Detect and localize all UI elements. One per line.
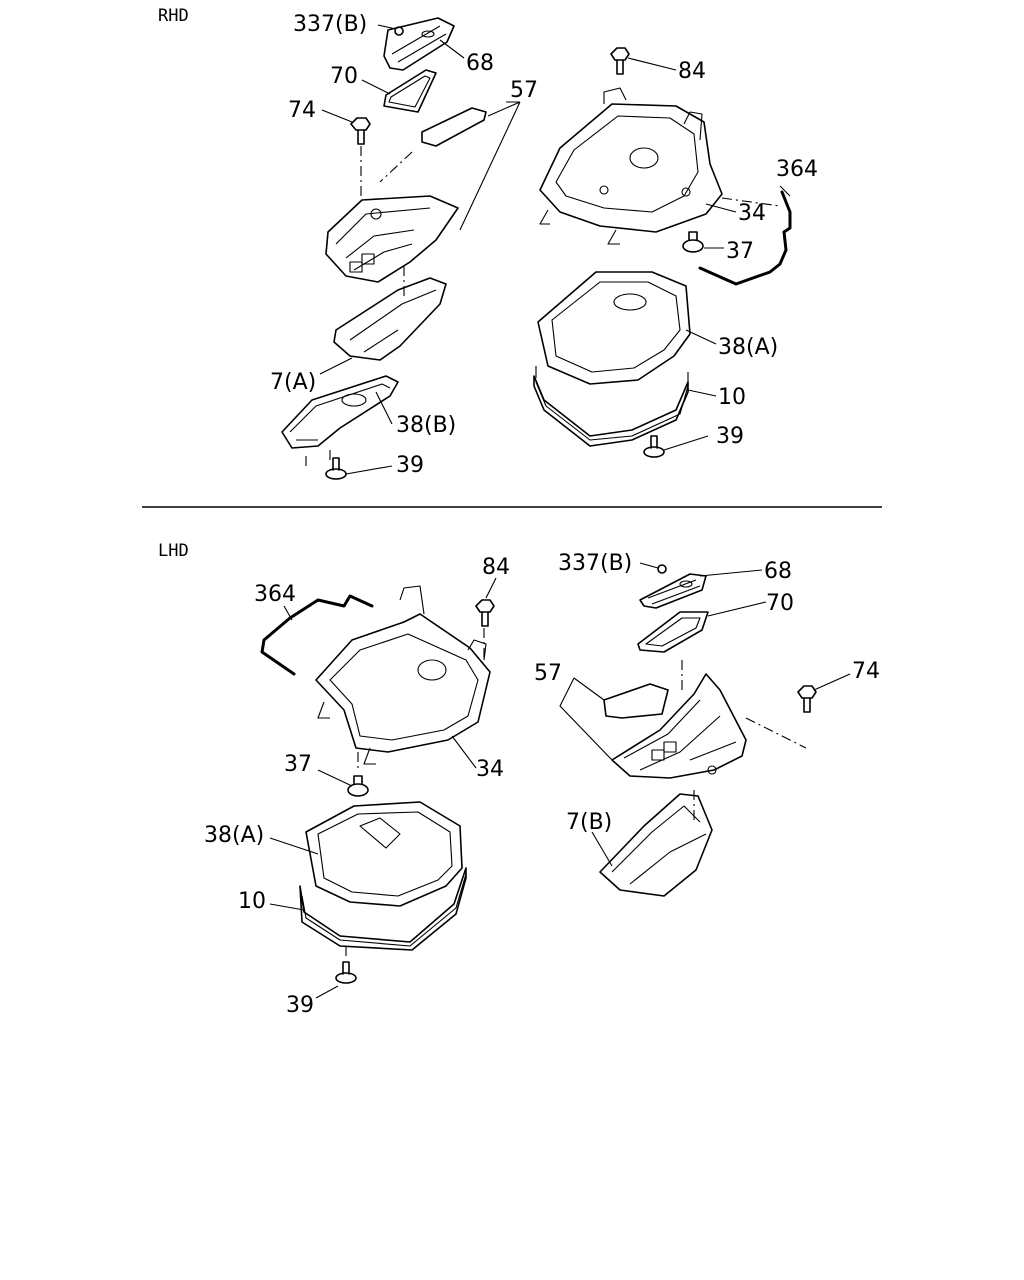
rhd-pad-38b <box>281 375 399 449</box>
callout-57-lhd: 57 <box>534 661 562 686</box>
lhd-tray-34 <box>315 613 491 753</box>
callout-57-rhd: 57 <box>510 78 538 103</box>
callout-74-rhd: 74 <box>288 98 316 123</box>
rhd-cover-plate-68 <box>383 17 455 71</box>
callout-7a-rhd: 7(A) <box>270 370 316 395</box>
callout-337b-rhd: 337(B) <box>293 12 367 37</box>
rhd-bolt-74 <box>350 117 371 145</box>
callout-38a-lhd: 38(A) <box>204 823 264 848</box>
lhd-carrier-57 <box>611 673 747 779</box>
rhd-carrier-57 <box>325 195 459 283</box>
rhd-bracket-57 <box>421 107 487 147</box>
rhd-bracket-7a <box>333 277 447 361</box>
lhd-clip-337b <box>657 564 667 574</box>
rhd-bolt-39-right <box>643 435 665 458</box>
lhd-rod-364 <box>260 594 374 676</box>
callout-39-lhd: 39 <box>286 993 314 1018</box>
lhd-bolt-74 <box>797 685 817 713</box>
callout-34-rhd: 34 <box>738 201 766 226</box>
lhd-bolt-39 <box>335 961 357 984</box>
callout-37-rhd: 37 <box>726 239 754 264</box>
callout-7b-lhd: 7(B) <box>566 810 612 835</box>
lhd-bolt-84 <box>475 599 495 627</box>
callout-68-rhd: 68 <box>466 51 494 76</box>
callout-34-lhd: 34 <box>476 757 504 782</box>
callout-364-rhd: 364 <box>776 157 818 182</box>
callout-68-lhd: 68 <box>764 559 792 584</box>
rhd-section-label: RHD <box>158 6 189 26</box>
callout-84-rhd: 84 <box>678 59 706 84</box>
lhd-nut-37 <box>347 775 369 797</box>
lhd-gasket-70 <box>637 611 709 653</box>
callout-74-lhd: 74 <box>852 659 880 684</box>
callout-364-lhd: 364 <box>254 582 296 607</box>
callout-10-lhd: 10 <box>238 889 266 914</box>
rhd-pad-38a <box>537 271 691 385</box>
lhd-base-10 <box>299 867 467 951</box>
lhd-pad-38a <box>305 801 463 907</box>
callout-39-rhd-right: 39 <box>716 424 744 449</box>
rhd-nut-37 <box>682 231 704 253</box>
lhd-right-assembly <box>599 564 817 897</box>
rhd-gasket-70 <box>383 69 437 113</box>
lhd-bracket-57 <box>603 683 669 719</box>
callout-84-lhd: 84 <box>482 555 510 580</box>
lhd-left-assembly <box>260 585 495 984</box>
callout-337b-lhd: 337(B) <box>558 551 632 576</box>
callout-38a-rhd: 38(A) <box>718 335 778 360</box>
callout-37-lhd: 37 <box>284 752 312 777</box>
rhd-tray-34 <box>539 103 723 233</box>
rhd-bolt-84 <box>610 47 630 75</box>
rhd-left-assembly <box>281 17 487 480</box>
rhd-rod-364 <box>698 190 792 286</box>
callout-10-rhd: 10 <box>718 385 746 410</box>
lhd-bracket-7b <box>599 793 713 897</box>
rhd-bolt-39-left <box>325 457 347 480</box>
rhd-base-10 <box>533 375 689 447</box>
callout-70-lhd: 70 <box>766 591 794 616</box>
callout-39-rhd-left: 39 <box>396 453 424 478</box>
rhd-right-assembly <box>533 47 792 458</box>
lhd-section-label: LHD <box>158 541 189 561</box>
rhd-clip-337b <box>394 26 404 36</box>
lhd-cover-plate-68 <box>639 573 707 609</box>
callout-38b-rhd: 38(B) <box>396 413 456 438</box>
callout-70-rhd: 70 <box>330 64 358 89</box>
